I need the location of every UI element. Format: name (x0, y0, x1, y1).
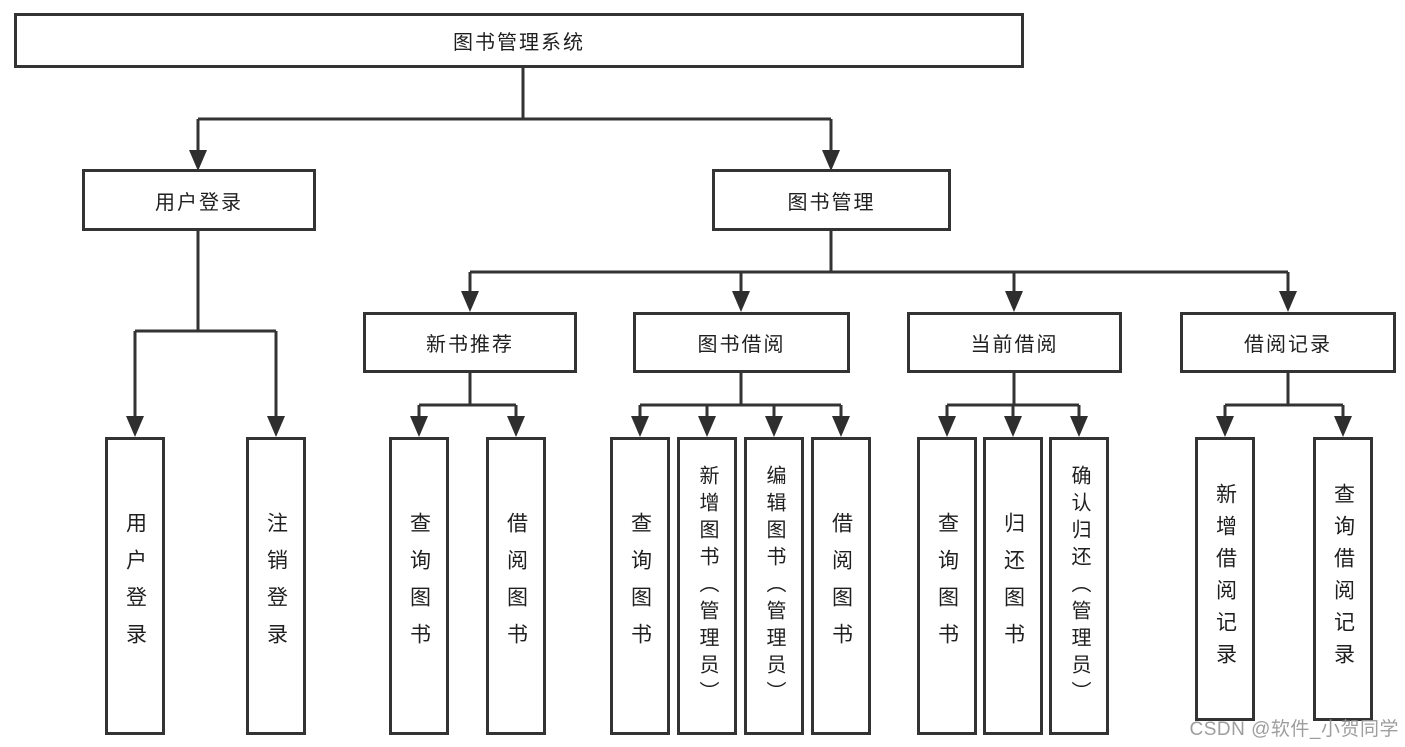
leaf-bb-edit-book-admin: 编辑图书（管理员） (744, 437, 804, 735)
leaf-cb-query-books: 查询图书 (917, 437, 977, 735)
node-book-borrowing: 图书借阅 (633, 312, 850, 373)
leaf-br-query-record: 查询借阅记录 (1313, 437, 1373, 721)
leaf-cb-confirm-return-admin: 确认归还（管理员） (1049, 437, 1109, 735)
leaf-br-add-record: 新增借阅记录 (1195, 437, 1255, 721)
leaf-nbr-borrow-books: 借阅图书 (486, 437, 546, 735)
node-current-borrowing: 当前借阅 (907, 312, 1122, 373)
leaf-bb-query-books: 查询图书 (610, 437, 670, 735)
node-borrowing-records: 借阅记录 (1180, 312, 1396, 373)
node-root: 图书管理系统 (14, 13, 1024, 68)
leaf-bb-borrow-books: 借阅图书 (811, 437, 871, 735)
node-book-management: 图书管理 (712, 169, 951, 231)
leaf-bb-add-book-admin: 新增图书（管理员） (677, 437, 737, 735)
leaf-nbr-query-books: 查询图书 (389, 437, 449, 735)
node-new-book-recommendation: 新书推荐 (363, 312, 577, 373)
leaf-logout: 注销登录 (246, 437, 306, 735)
node-user-login: 用户登录 (82, 169, 316, 231)
arrowheads (126, 150, 1352, 437)
watermark: CSDN @软件_小贺同学 (1189, 719, 1399, 740)
leaf-cb-return-books: 归还图书 (983, 437, 1043, 735)
leaf-user-login: 用户登录 (105, 437, 165, 735)
